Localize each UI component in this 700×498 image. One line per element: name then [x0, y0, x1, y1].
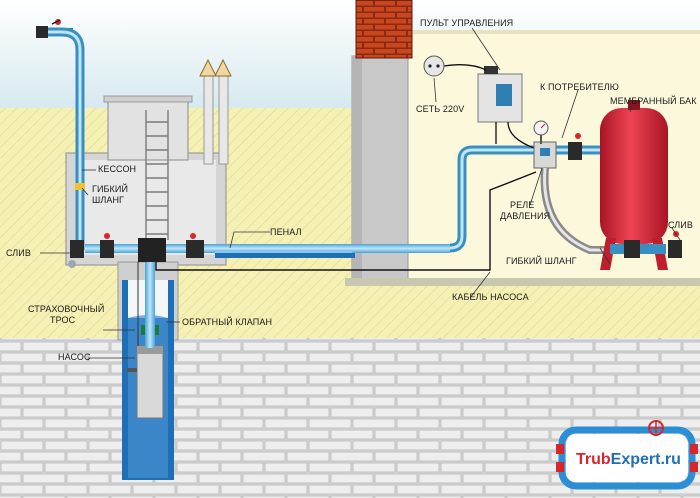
label-flex-hose-left-2: ШЛАНГ: [92, 195, 124, 205]
logo-text-b: Expert.ru: [611, 451, 681, 468]
label-membrane-tank: МЕМБРАННЫЙ БАК: [610, 95, 697, 106]
label-mains: СЕТЬ 220V: [416, 104, 464, 114]
casing-sleeve: [215, 250, 355, 258]
tee-fitting: [138, 238, 166, 262]
logo-text-a: Trub: [576, 451, 611, 468]
drain-valve-right: [624, 240, 640, 258]
label-safety-rope-1: СТРАХОВОЧНЫЙ: [28, 303, 104, 314]
label-pressure-relay-1: РЕЛЕ: [510, 200, 534, 210]
main-supply-pipe: [85, 244, 450, 253]
label-flex-hose-right: ГИБКИЙ ШЛАНГ: [506, 255, 577, 266]
label-check-valve: ОБРАТНЫЙ КЛАПАН: [182, 316, 272, 327]
label-pump: НАСОС: [58, 352, 91, 362]
svg-text:TrubExpert.ru: TrubExpert.ru: [576, 451, 681, 468]
wall-socket: [423, 55, 445, 77]
house-floor: [345, 278, 700, 286]
label-pressure-relay-2: ДАВЛЕНИЯ: [500, 211, 550, 221]
site-logo[interactable]: TrubExpert.ru: [556, 420, 698, 490]
consumer-valve: [568, 142, 582, 160]
caisson-hatch: [107, 99, 189, 161]
label-pump-cable: КАБЕЛЬ НАСОСА: [452, 292, 529, 302]
pump-body: [136, 345, 164, 419]
label-caisson: КЕССОН: [98, 164, 136, 174]
brick-column: [355, 0, 413, 59]
ladder: [145, 110, 169, 240]
label-drain-right: СЛИВ: [668, 220, 693, 230]
label-control-panel: ПУЛЬТ УПРАВЛЕНИЯ: [420, 18, 513, 28]
drain-valve-left: [70, 240, 84, 258]
hose-clamp: [75, 183, 85, 190]
label-casing: ПЕНАЛ: [270, 227, 302, 237]
pump-cable: [155, 171, 537, 271]
label-drain-left: СЛИВ: [6, 248, 31, 258]
label-safety-rope-2: ТРОС: [50, 315, 76, 325]
membrane-tank: [600, 108, 668, 244]
label-to-consumer: К ПОТРЕБИТЕЛЮ: [540, 82, 619, 92]
label-flex-hose-left-1: ГИБКИЙ: [92, 183, 128, 194]
vent-pipes: [199, 58, 232, 165]
riser-tap-valve: [36, 26, 48, 38]
